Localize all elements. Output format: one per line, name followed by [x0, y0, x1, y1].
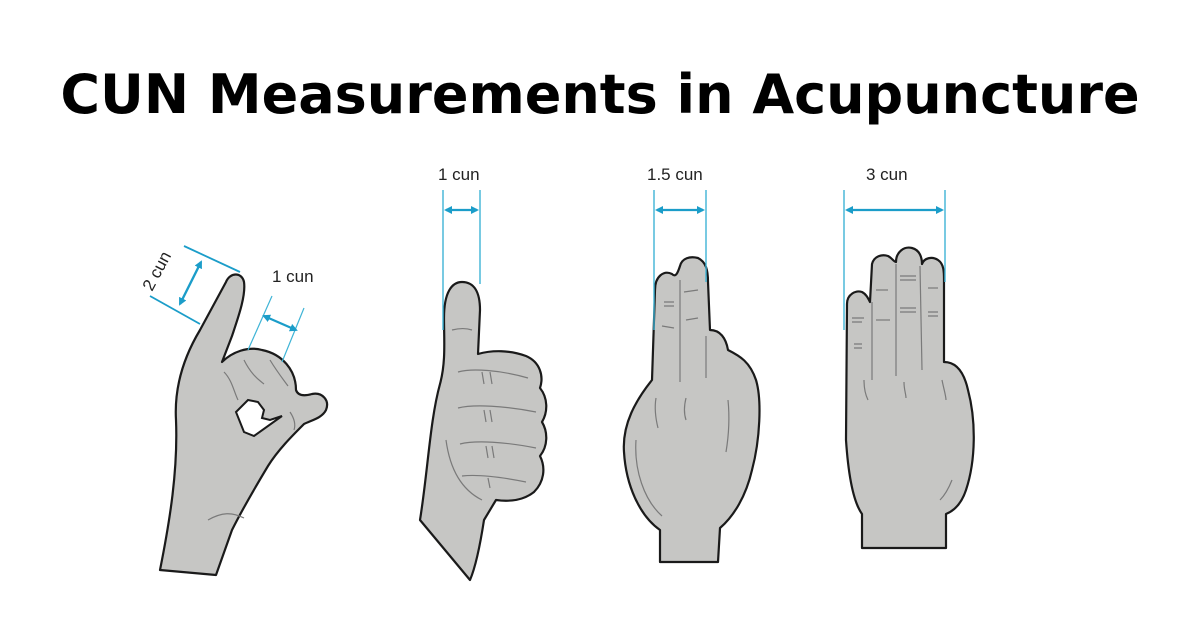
figure-four-fingers: 3 cun [843, 165, 975, 550]
page-title: CUN Measurements in Acupuncture [60, 63, 1140, 126]
label-1-cun-b: 1 cun [438, 165, 480, 184]
figure-two-fingers: 1.5 cun [622, 165, 761, 564]
figure-bent-middle-finger: 2 cun 1 cun [139, 245, 329, 577]
hand-shape [622, 256, 761, 564]
measure-arrow-2cun [178, 260, 203, 306]
finger-loop-gap [234, 398, 283, 438]
hand-shape [844, 246, 975, 550]
label-1-5-cun: 1.5 cun [647, 165, 703, 184]
hand-shape [418, 280, 548, 582]
figure-thumb-width: 1 cun [418, 165, 548, 582]
label-2-cun: 2 cun [139, 248, 175, 294]
measure-arrow-1cun-a [262, 314, 298, 332]
label-1-cun-a: 1 cun [272, 267, 314, 286]
label-3-cun: 3 cun [866, 165, 908, 184]
